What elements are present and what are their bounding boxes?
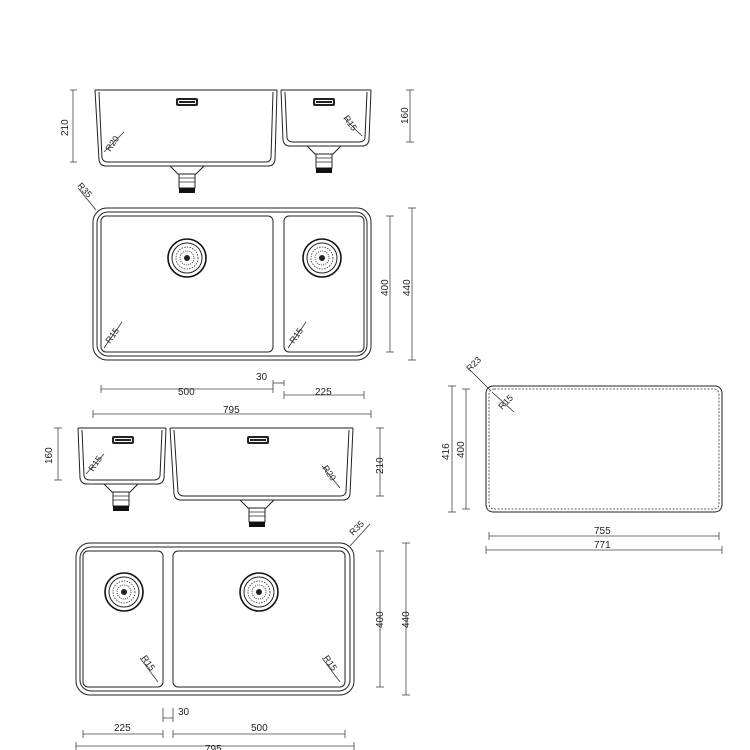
dim-label-795: 795 — [223, 405, 240, 416]
radius-label-r23: R23 — [464, 355, 483, 374]
radius-label-r15: R15 — [103, 326, 121, 345]
dim-label-225: 225 — [315, 387, 332, 398]
radius-label-r15: R15 — [321, 653, 339, 672]
radius-label-r35: R35 — [76, 181, 94, 200]
overflow-badge-icon — [247, 436, 269, 444]
dim-label-225: 225 — [114, 723, 131, 734]
radius-label-r15: R15 — [496, 393, 515, 412]
dim-label-30: 30 — [256, 372, 268, 383]
overflow-badge-icon — [176, 98, 198, 106]
dim-label-400: 400 — [380, 279, 391, 296]
drain-icon — [239, 572, 279, 612]
radius-label-r15: R15 — [287, 326, 305, 345]
dim-label-440: 440 — [401, 611, 412, 628]
waste-outlet-icon — [238, 499, 276, 527]
waste-outlet-icon — [168, 165, 206, 193]
dim-label-500: 500 — [178, 387, 195, 398]
radius-label-r20: R20 — [103, 134, 121, 153]
radius-label-r15: R15 — [341, 113, 359, 132]
dim-label-160: 160 — [44, 447, 55, 464]
radius-label-r20: R20 — [320, 463, 338, 482]
bottom-plan-view: R35 R15 R15 400 440 30 225 500 795 — [75, 519, 412, 750]
dim-label-400: 400 — [375, 611, 386, 628]
dim-label-160: 160 — [400, 107, 411, 124]
dim-label-210: 210 — [60, 119, 71, 136]
dim-label-416: 416 — [441, 443, 452, 460]
drain-icon — [302, 238, 342, 278]
dim-label-500: 500 — [251, 723, 268, 734]
single-bowl-plan-view: R23 R15 400 416 755 771 — [441, 355, 723, 554]
overflow-badge-icon — [112, 436, 134, 444]
bottom-section-view: R15 R20 160 210 — [44, 427, 386, 527]
dim-label-771: 771 — [594, 540, 611, 551]
dim-label-795: 795 — [205, 744, 222, 750]
dim-label-400: 400 — [456, 441, 467, 458]
waste-outlet-icon — [305, 145, 343, 173]
dim-label-210: 210 — [375, 457, 386, 474]
top-section-view: R20 R15 210 160 — [60, 89, 414, 193]
dim-label-30: 30 — [178, 707, 190, 718]
drain-icon — [104, 572, 144, 612]
radius-label-r15: R15 — [139, 653, 157, 672]
dim-label-440: 440 — [402, 279, 413, 296]
top-plan-view: R35 R15 R15 400 440 500 30 225 795 — [76, 181, 416, 418]
drain-icon — [167, 238, 207, 278]
radius-label-r35: R35 — [347, 519, 366, 538]
dim-label-755: 755 — [594, 526, 611, 537]
waste-outlet-icon — [102, 483, 140, 511]
overflow-badge-icon — [313, 98, 335, 106]
